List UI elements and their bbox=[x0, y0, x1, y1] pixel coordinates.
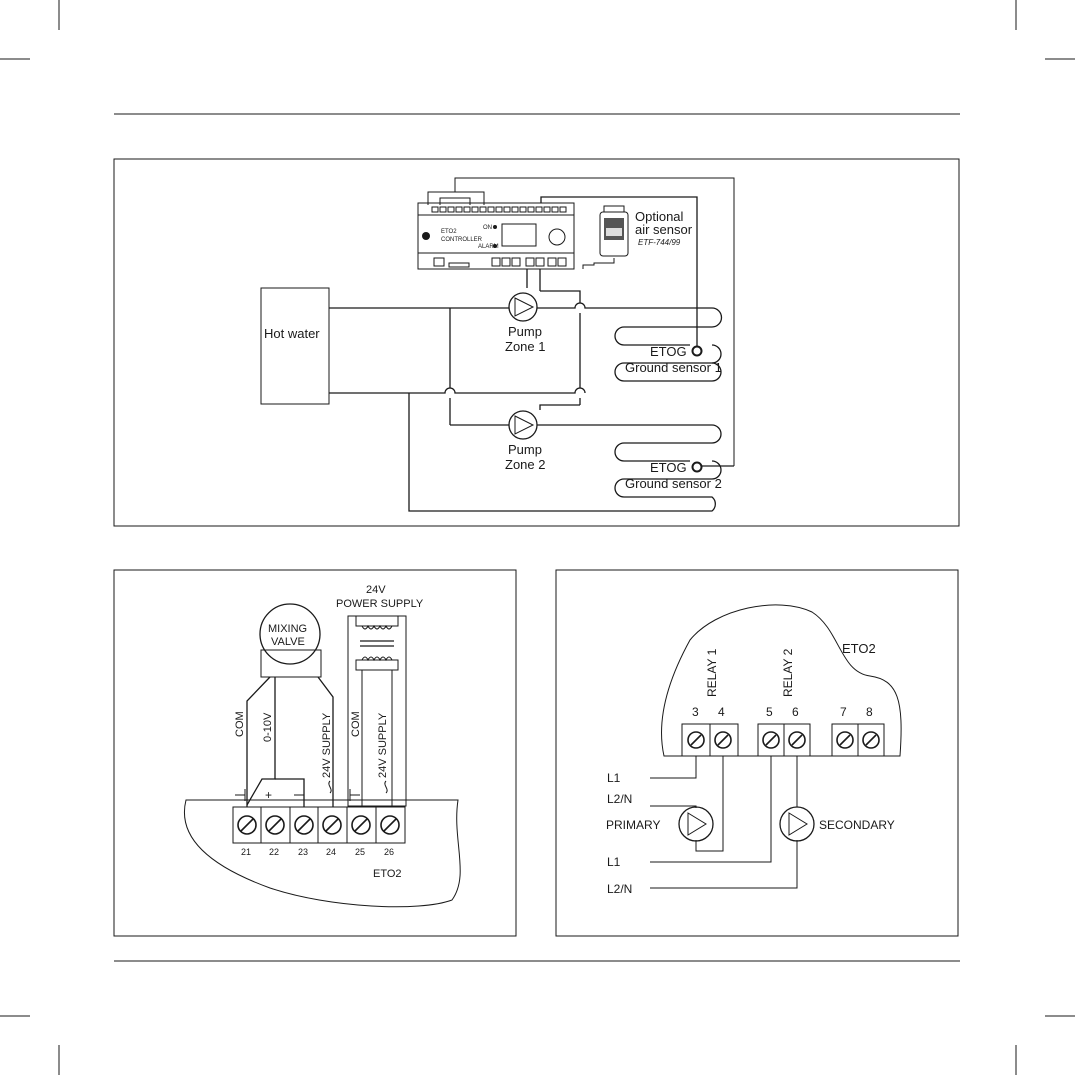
pump2-label-line1: Pump bbox=[508, 442, 542, 457]
primary-pump-icon bbox=[678, 806, 714, 842]
secondary-label: SECONDARY bbox=[819, 818, 895, 832]
led-alarm-icon bbox=[493, 244, 497, 248]
valve-label-line1: MIXING bbox=[268, 623, 307, 635]
pump1-label-line2: Zone 1 bbox=[505, 339, 545, 354]
terminal-symbols bbox=[235, 780, 388, 801]
pump-zone2-icon bbox=[508, 410, 538, 440]
relay-frame bbox=[555, 569, 959, 937]
primary-l1-label: L1 bbox=[607, 771, 621, 785]
mixing-valve-icon bbox=[259, 603, 322, 678]
mixing-controller-label: ETO2 bbox=[373, 868, 402, 880]
wire-label-0-10v: 0-10V bbox=[262, 712, 274, 742]
supply-label-line2: POWER SUPPLY bbox=[336, 598, 424, 610]
ground-sensor2-label: Ground sensor 2 bbox=[625, 476, 722, 491]
eto2-cutout bbox=[184, 799, 461, 908]
secondary-l2n-label: L2/N bbox=[607, 882, 632, 896]
relay1-label: RELAY 1 bbox=[705, 648, 719, 697]
controller-top-terminals bbox=[431, 206, 567, 213]
controller-display bbox=[501, 223, 537, 247]
terminal-block bbox=[232, 806, 406, 844]
relay-terminal-6: 6 bbox=[792, 705, 799, 719]
relay-terminal-7: 7 bbox=[840, 705, 847, 719]
secondary-pump-icon bbox=[779, 806, 815, 842]
supply-label-line1: 24V bbox=[366, 584, 386, 596]
led-on-label: ON bbox=[483, 225, 492, 231]
terminal-25: 25 bbox=[355, 847, 365, 857]
relay-controller-label: ETO2 bbox=[842, 641, 876, 656]
etog1-sensor-icon bbox=[691, 345, 703, 357]
pump-zone1-icon bbox=[508, 292, 538, 322]
pump2-label-line2: Zone 2 bbox=[505, 457, 545, 472]
primary-label: PRIMARY bbox=[606, 818, 660, 832]
terminal-22: 22 bbox=[269, 847, 279, 857]
relay2-label: RELAY 2 bbox=[781, 648, 795, 697]
wire-label-com2: COM bbox=[350, 711, 362, 737]
hot-water-label: Hot water bbox=[264, 326, 320, 341]
optional-label-line1: Optional bbox=[635, 209, 684, 224]
air-sensor-cable bbox=[582, 258, 615, 269]
relay-terminal-8: 8 bbox=[866, 705, 873, 719]
terminal-23: 23 bbox=[298, 847, 308, 857]
system-overview-diagram: ETO2 CONTROLLER ON ALARM bbox=[113, 158, 960, 527]
overview-frame bbox=[113, 158, 960, 527]
terminal-24: 24 bbox=[326, 847, 336, 857]
led-alarm-label: ALARM bbox=[478, 244, 499, 250]
led-on-icon bbox=[493, 225, 497, 229]
pump1-label-line1: Pump bbox=[508, 324, 542, 339]
terminal-26: 26 bbox=[384, 847, 394, 857]
mixing-valve-diagram: 21 22 23 24 25 26 ETO2 + MIXING VALVE bbox=[113, 569, 517, 937]
terminal-21: 21 bbox=[241, 847, 251, 857]
controller-name: ETO2 bbox=[441, 229, 457, 235]
etog1-label: ETOG bbox=[650, 344, 687, 359]
power-supply-transformer-icon bbox=[347, 615, 407, 807]
air-sensor-model: ETF-744/99 bbox=[638, 238, 681, 247]
plus-symbol: + bbox=[265, 788, 272, 802]
relay-terminal-blocks bbox=[681, 723, 885, 757]
relay-wiring-diagram: 3 4 5 6 7 8 RELAY 1 RELAY 2 ETO2 L1 L2/N… bbox=[555, 569, 959, 937]
optional-label-line2: air sensor bbox=[635, 222, 693, 237]
relay-wiring bbox=[650, 756, 798, 889]
piping bbox=[329, 269, 723, 512]
wire-label-24v-supply1: 24V SUPPLY bbox=[321, 712, 333, 778]
etog2-label: ETOG bbox=[650, 460, 687, 475]
relay-terminal-3: 3 bbox=[692, 705, 699, 719]
relay-terminal-5: 5 bbox=[766, 705, 773, 719]
etog2-sensor-icon bbox=[691, 461, 703, 473]
eto2-relay-cutout bbox=[661, 604, 902, 757]
ground-loop-1 bbox=[614, 362, 722, 382]
valve-label-line2: VALVE bbox=[271, 636, 305, 648]
etog1-cable bbox=[540, 196, 698, 350]
valve-wiring bbox=[246, 676, 334, 807]
controller-logo-icon bbox=[422, 232, 430, 240]
controller-bottom-terminals bbox=[433, 257, 567, 268]
controller-knob bbox=[548, 228, 566, 246]
wire-label-24v-supply2: 24V SUPPLY bbox=[377, 712, 389, 778]
relay-terminal-4: 4 bbox=[718, 705, 725, 719]
controller-subtitle: CONTROLLER bbox=[441, 237, 483, 243]
eto2-controller-unit: ETO2 CONTROLLER ON ALARM bbox=[417, 202, 575, 270]
hot-water-tank bbox=[260, 287, 330, 405]
secondary-l1-label: L1 bbox=[607, 855, 621, 869]
sensor-bus-brace bbox=[427, 177, 735, 466]
wire-label-com1: COM bbox=[234, 711, 246, 737]
ground-sensor1-label: Ground sensor 1 bbox=[625, 360, 722, 375]
mixing-frame bbox=[113, 569, 517, 937]
air-sensor-icon bbox=[599, 205, 629, 257]
primary-l2n-label: L2/N bbox=[607, 792, 632, 806]
